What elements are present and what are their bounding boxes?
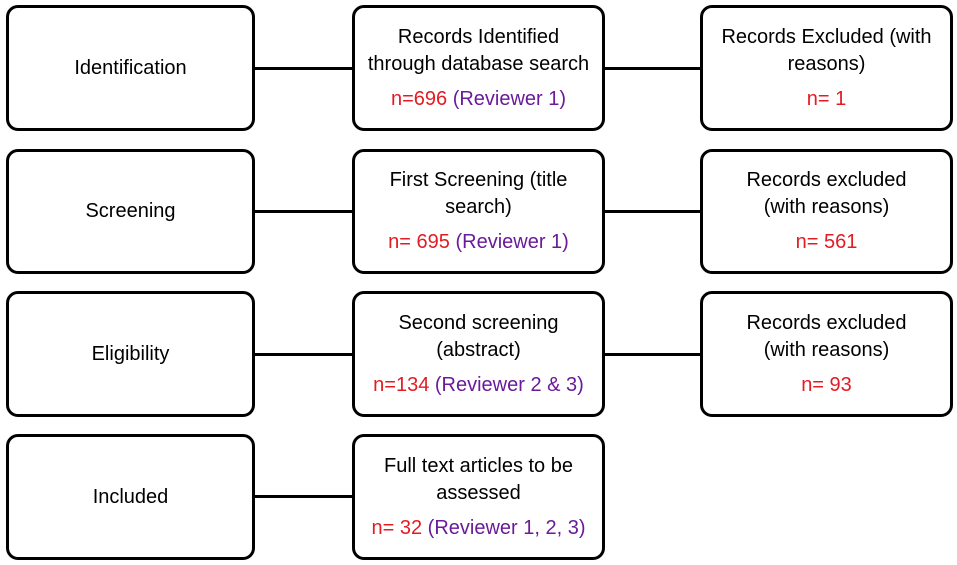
- excluded-box-eligibility: Records excluded (with reasons) n= 93: [700, 291, 953, 417]
- record-count: n= 695: [388, 231, 450, 253]
- excluded-count: n= 561: [795, 231, 858, 253]
- connector-line: [255, 67, 352, 70]
- excluded-count: n= 1: [806, 87, 847, 110]
- box-text-line: (abstract): [436, 338, 521, 361]
- record-count: n=134: [373, 373, 430, 396]
- box-text-line: reasons): [787, 52, 866, 75]
- reviewer-label: (Reviewer 1): [452, 87, 567, 110]
- process-box-identification: Records Identified through database sear…: [352, 5, 605, 131]
- box-text-line: Second screening: [398, 311, 559, 334]
- stage-box-screening: Screening: [6, 149, 255, 274]
- box-text-line: (with reasons): [763, 196, 890, 218]
- record-count: n= 32: [371, 516, 423, 539]
- process-box-eligibility: Second screening (abstract) n=134 (Revie…: [352, 291, 605, 417]
- connector-line: [605, 210, 700, 213]
- connector-line: [255, 210, 352, 213]
- box-text-line: Records excluded: [746, 311, 907, 334]
- stage-box-included: Included: [6, 434, 255, 560]
- stage-label: Included: [92, 485, 169, 508]
- connector-line: [255, 353, 352, 356]
- box-text-line: (with reasons): [763, 338, 890, 361]
- count-line: n= 32 (Reviewer 1, 2, 3): [371, 515, 585, 542]
- connector-line: [255, 495, 352, 498]
- stage-label: Screening: [85, 200, 176, 222]
- connector-line: [605, 67, 700, 70]
- stage-label: Identification: [74, 56, 187, 79]
- excluded-box-screening: Records excluded (with reasons) n= 561: [700, 149, 953, 274]
- process-box-screening: First Screening (title search) n= 695 (R…: [352, 149, 605, 274]
- box-text-line: Records excluded: [746, 169, 907, 191]
- box-text-line: search): [445, 196, 512, 218]
- box-text-line: Full text articles to be: [384, 454, 573, 477]
- box-text-line: Records Identified: [397, 25, 560, 48]
- process-box-included: Full text articles to be assessed n= 32 …: [352, 434, 605, 560]
- stage-box-identification: Identification: [6, 5, 255, 131]
- reviewer-label: (Reviewer 2 & 3): [434, 373, 584, 396]
- reviewer-label: (Reviewer 1): [455, 231, 569, 253]
- stage-box-eligibility: Eligibility: [6, 291, 255, 417]
- reviewer-label: (Reviewer 1, 2, 3): [427, 516, 586, 539]
- box-text-line: assessed: [436, 481, 521, 504]
- count-line: n= 695 (Reviewer 1): [388, 229, 569, 256]
- count-line: n=696 (Reviewer 1): [391, 86, 566, 113]
- count-line: n=134 (Reviewer 2 & 3): [373, 372, 584, 399]
- stage-label: Eligibility: [91, 342, 170, 365]
- box-text-line: Records Excluded (with: [721, 25, 932, 48]
- connector-line: [605, 353, 700, 356]
- excluded-count: n= 93: [801, 373, 852, 396]
- excluded-box-identification: Records Excluded (with reasons) n= 1: [700, 5, 953, 131]
- record-count: n=696: [390, 87, 448, 110]
- box-text-line: through database search: [367, 52, 590, 75]
- box-text-line: First Screening (title: [389, 169, 568, 191]
